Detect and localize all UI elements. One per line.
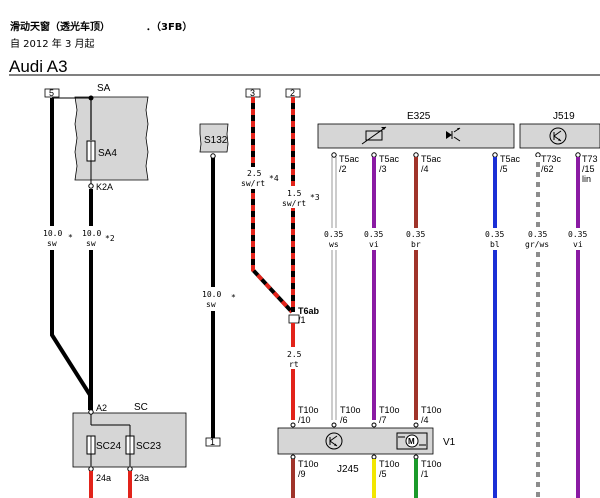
sa4-fuse-label: SA4: [98, 148, 117, 159]
svg-text:/5: /5: [379, 469, 387, 479]
control-module-icon: [325, 432, 343, 450]
svg-text:/4: /4: [421, 164, 429, 174]
wire-sw-rt-2-5: [251, 97, 294, 314]
svg-text:T10o: T10o: [298, 405, 319, 415]
svg-text:/9: /9: [298, 469, 306, 479]
svg-text:10.0: 10.0: [82, 229, 101, 238]
svg-text:0.35: 0.35: [485, 230, 504, 239]
sc24-fuse-label: SC24: [96, 441, 121, 452]
svg-text:1.5: 1.5: [287, 189, 302, 198]
svg-text:0.35: 0.35: [364, 230, 383, 239]
svg-text:sw: sw: [86, 239, 96, 248]
sunroof-arrow-icon: [446, 127, 461, 142]
svg-text:T73c: T73c: [541, 154, 562, 164]
svg-text:*4: *4: [269, 174, 279, 183]
svg-text:3: 3: [250, 88, 255, 98]
svg-text:T5ac: T5ac: [500, 154, 521, 164]
svg-text:/10: /10: [298, 415, 311, 425]
svg-text:T5ac: T5ac: [421, 154, 442, 164]
svg-text:*3: *3: [310, 193, 320, 202]
svg-text:bl: bl: [490, 240, 500, 249]
svg-text:2: 2: [290, 88, 295, 98]
svg-text:2.5: 2.5: [287, 350, 302, 359]
svg-text:rt: rt: [289, 360, 299, 369]
a2-label: A2: [96, 403, 107, 413]
e325-switch-module: [317, 123, 515, 149]
svg-text:10.0: 10.0: [202, 290, 221, 299]
svg-text:0.35: 0.35: [406, 230, 425, 239]
e325-label: E325: [407, 111, 431, 122]
svg-text:0.35: 0.35: [324, 230, 343, 239]
a2-pin: [88, 409, 94, 415]
k2a-pin: [88, 183, 94, 189]
svg-text:T73: T73: [582, 154, 598, 164]
svg-text:2.5: 2.5: [247, 169, 262, 178]
page-title: 滑动天窗（透光车顶）: [10, 20, 110, 33]
svg-text:ws: ws: [329, 240, 339, 249]
svg-text:br: br: [411, 240, 421, 249]
svg-text:/15: /15: [582, 164, 595, 174]
svg-text:M: M: [408, 437, 415, 446]
svg-text:T5ac: T5ac: [339, 154, 360, 164]
svg-text:/2: /2: [339, 164, 347, 174]
svg-text:T10o: T10o: [379, 459, 400, 469]
svg-text:0.35: 0.35: [568, 230, 587, 239]
svg-text:T10o: T10o: [340, 405, 361, 415]
svg-text:/6: /6: [340, 415, 348, 425]
svg-text:0.35: 0.35: [528, 230, 547, 239]
model-code: ．（3FB）: [146, 20, 192, 33]
svg-text:gr/ws: gr/ws: [525, 240, 549, 249]
pin-24a: [88, 466, 94, 472]
svg-text:lin: lin: [582, 174, 591, 184]
svg-text:T10o: T10o: [379, 405, 400, 415]
svg-text:23a: 23a: [134, 473, 149, 483]
svg-text:sw: sw: [206, 300, 216, 309]
j519-label: J519: [553, 111, 575, 122]
svg-text:vi: vi: [573, 240, 583, 249]
t6ab-label: T6ab: [298, 306, 320, 316]
svg-text:/1: /1: [298, 315, 306, 325]
wire-ws-0-35: [331, 157, 337, 420]
wire-gauge: 10.0: [43, 229, 62, 238]
svg-text:T10o: T10o: [298, 459, 319, 469]
s132-fuse: [199, 123, 229, 153]
sa-label: SA: [97, 83, 111, 94]
svg-text:T10o: T10o: [421, 405, 442, 415]
svg-text:24a: 24a: [96, 473, 111, 483]
brand-label: Audi A3: [9, 57, 68, 76]
svg-text:/1: /1: [421, 469, 429, 479]
sc-label: SC: [134, 402, 148, 413]
sa-fuse-block: [74, 96, 149, 181]
svg-text:T10o: T10o: [421, 459, 442, 469]
svg-text:sw/rt: sw/rt: [241, 179, 265, 188]
s132-label: S132: [204, 135, 228, 146]
svg-text:5: 5: [49, 88, 54, 98]
wire-note: *: [68, 233, 73, 242]
sc23-fuse-label: SC23: [136, 441, 161, 452]
svg-text:/4: /4: [421, 415, 429, 425]
control-module-icon: [549, 127, 567, 145]
svg-text:1: 1: [210, 437, 215, 447]
terminal-1: [205, 437, 221, 447]
svg-text:*2: *2: [105, 234, 115, 243]
svg-text:sw/rt: sw/rt: [282, 199, 306, 208]
valid-from-date: 自 2012 年 3 月起: [10, 37, 95, 50]
v1-label: V1: [443, 437, 456, 448]
j245-label: J245: [337, 464, 359, 475]
svg-text:vi: vi: [369, 240, 379, 249]
svg-text:T5ac: T5ac: [379, 154, 400, 164]
potentiometer-icon: [361, 126, 387, 145]
motor-icon: M: [396, 432, 428, 450]
svg-text:*: *: [231, 293, 236, 302]
svg-text:/5: /5: [500, 164, 508, 174]
j519-control-module: [519, 123, 600, 149]
pin-23a: [127, 466, 133, 472]
svg-text:/7: /7: [379, 415, 387, 425]
terminal-5: [44, 88, 60, 98]
svg-text:/3: /3: [379, 164, 387, 174]
k2a-label: K2A: [96, 182, 113, 192]
svg-text:/62: /62: [541, 164, 554, 174]
wire-color: sw: [47, 239, 57, 248]
